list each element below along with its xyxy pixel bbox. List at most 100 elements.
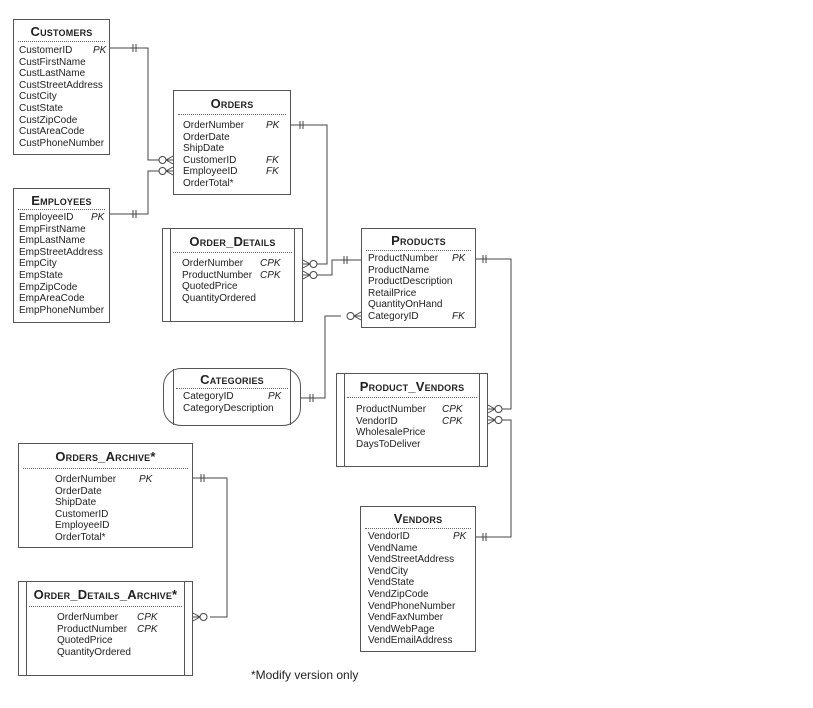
field-name: EmpStreetAddress — [19, 246, 103, 258]
field-name: RetailPrice — [368, 287, 417, 299]
field-name: ProductName — [368, 264, 430, 276]
key-marker: CPK — [137, 612, 158, 623]
field-name: CustLastName — [19, 68, 86, 80]
table-title: Orders — [210, 96, 254, 111]
zero-mark — [199, 613, 208, 621]
categories-products-connector — [301, 315, 341, 399]
table-title: Customers — [30, 24, 93, 39]
field-name: CategoryID — [183, 391, 234, 402]
many-mark — [192, 616, 201, 622]
field-name: EmpAreaCode — [19, 293, 85, 305]
field-name: QuantityOrdered — [57, 646, 131, 658]
many-mark — [487, 415, 496, 421]
field-name: CustPhoneNumber — [19, 137, 105, 149]
field-name: CustState — [19, 103, 63, 114]
key-marker: PK — [266, 120, 280, 131]
table-title: Order_Details_Archive* — [33, 587, 178, 602]
field-name: ProductNumber — [182, 269, 253, 281]
key-marker: CPK — [260, 258, 281, 269]
field-name: OrderTotal* — [55, 532, 106, 543]
vendors-productvendors-connector — [476, 419, 512, 538]
key-marker: PK — [93, 45, 107, 56]
field-name: VendName — [368, 542, 418, 554]
footnote: *Modify version only — [251, 668, 359, 682]
zero-mark — [158, 167, 167, 175]
employees-orders-connector — [110, 170, 163, 215]
many-mark — [165, 166, 174, 172]
field-name: CategoryID — [368, 311, 419, 322]
field-name: EmpPhoneNumber — [19, 304, 105, 316]
table-title: Employees — [31, 193, 92, 208]
field-name: EmployeeID — [55, 520, 110, 532]
field-name: VendPhoneNumber — [368, 600, 456, 612]
field-name: OrderNumber — [182, 258, 244, 269]
field-name: VendCity — [368, 565, 409, 577]
field-name: VendState — [368, 577, 415, 589]
field-name: VendStreetAddress — [368, 554, 455, 566]
field-name: OrderDate — [55, 485, 102, 497]
field-name: OrderDate — [183, 131, 230, 143]
field-name: ShipDate — [183, 143, 225, 155]
key-marker: PK — [452, 253, 466, 264]
field-name: OrderNumber — [183, 120, 245, 131]
field-name: VendWebPage — [368, 623, 435, 635]
many-mark — [302, 270, 311, 276]
field-name: DaysToDeliver — [356, 438, 421, 450]
field-name: OrderNumber — [57, 612, 119, 623]
field-name: ShipDate — [55, 497, 97, 509]
field-name: OrderTotal* — [183, 178, 234, 189]
field-name: EmployeeID — [183, 166, 238, 178]
key-marker: FK — [266, 166, 279, 178]
field-name: QuantityOnHand — [368, 299, 443, 311]
ordersarchive-orderdetailsarchive-connector — [193, 477, 228, 618]
field-name: CustAreaCode — [19, 126, 85, 138]
many-mark — [165, 155, 174, 161]
field-name: ProductNumber — [368, 253, 439, 264]
field-name: WholesalePrice — [356, 427, 426, 439]
field-name: CustFirstName — [19, 56, 86, 68]
field-name: EmployeeID — [19, 212, 74, 223]
field-name: VendorID — [356, 415, 398, 427]
field-name: VendEmailAddress — [368, 635, 453, 647]
key-marker: CPK — [442, 415, 463, 427]
products-productvendors-connector — [476, 258, 512, 410]
table-order-details: Order_Details OrderNumber CPK ProductNumbe… — [162, 228, 303, 322]
key-marker: PK — [453, 531, 467, 542]
field-name: CustomerID — [55, 508, 109, 520]
table-title: Vendors — [393, 511, 443, 526]
zero-mark — [494, 405, 503, 413]
table-title: Order_Details — [189, 234, 276, 249]
table-title: Products — [391, 233, 446, 248]
field-name: QuotedPrice — [182, 281, 238, 293]
field-name: ProductNumber — [57, 623, 128, 635]
field-name: ProductNumber — [356, 404, 427, 415]
many-mark — [165, 170, 174, 176]
field-name: EmpLastName — [19, 235, 86, 247]
orders-orderdetails-connector — [291, 124, 328, 265]
field-name: QuantityOrdered — [182, 292, 256, 304]
zero-mark — [494, 416, 503, 424]
field-name: OrderNumber — [55, 474, 117, 485]
field-name: EmpCity — [19, 258, 57, 270]
key-marker: FK — [452, 311, 465, 322]
field-name: QuotedPrice — [57, 635, 113, 647]
many-mark — [192, 612, 201, 618]
many-mark — [165, 159, 174, 165]
field-name: VendFaxNumber — [368, 612, 444, 624]
field-name: ProductDescription — [368, 276, 453, 288]
many-mark — [302, 274, 311, 280]
table-title: Product_Vendors — [359, 379, 465, 394]
field-name: EmpState — [19, 270, 63, 281]
key-marker: CPK — [442, 404, 463, 415]
products-orderdetails-connector — [315, 259, 361, 276]
field-name: CustCity — [19, 91, 57, 103]
table-title: Orders_Archive* — [55, 449, 156, 464]
